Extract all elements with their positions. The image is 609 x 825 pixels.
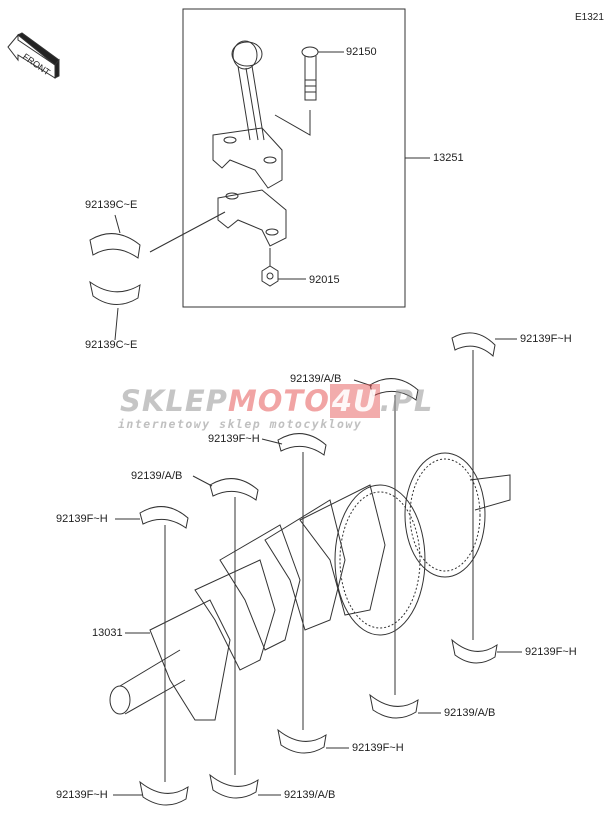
- watermark-part3: 4U: [329, 384, 380, 418]
- nut-92015: [261, 248, 306, 287]
- conrod-bearing-shells: [89, 211, 226, 341]
- label-92139c-e-lower[interactable]: 92139C~E: [85, 339, 138, 351]
- label-92139f-h[interactable]: 92139F~H: [352, 742, 404, 754]
- label-13251[interactable]: 13251: [433, 152, 464, 164]
- crankshaft: [109, 452, 511, 721]
- connecting-rod: [212, 40, 287, 247]
- label-92139-a-b[interactable]: 92139/A/B: [290, 373, 342, 385]
- gear-small: [404, 452, 486, 578]
- diagram-code: E1321: [575, 12, 604, 23]
- label-92150[interactable]: 92150: [346, 46, 377, 58]
- leader-lines: [113, 338, 522, 796]
- gear-large: [334, 484, 426, 636]
- watermark-part4: .PL: [379, 384, 434, 418]
- label-92139-a-b[interactable]: 92139/A/B: [131, 470, 183, 482]
- watermark: SKLEPMOTO4U.PL: [120, 384, 434, 418]
- label-92139-a-b[interactable]: 92139/A/B: [284, 789, 336, 801]
- label-92139f-h[interactable]: 92139F~H: [208, 433, 260, 445]
- label-92015[interactable]: 92015: [309, 274, 340, 286]
- label-92139f-h[interactable]: 92139F~H: [525, 646, 577, 658]
- label-92139-a-b[interactable]: 92139/A/B: [444, 707, 496, 719]
- label-92139f-h[interactable]: 92139F~H: [56, 513, 108, 525]
- main-bearing-shells: [139, 332, 498, 806]
- front-arrow-icon: FRONT: [7, 32, 60, 79]
- bolt-92150: [274, 46, 344, 136]
- watermark-part2: MOTO: [227, 384, 330, 418]
- label-92139f-h[interactable]: 92139F~H: [520, 333, 572, 345]
- watermark-tagline: internetowy sklep motocyklowy: [118, 417, 363, 431]
- watermark-part1: SKLEP: [120, 384, 228, 418]
- label-92139c-e-upper[interactable]: 92139C~E: [85, 199, 138, 211]
- label-92139f-h[interactable]: 92139F~H: [56, 789, 108, 801]
- label-13031[interactable]: 13031: [92, 627, 123, 639]
